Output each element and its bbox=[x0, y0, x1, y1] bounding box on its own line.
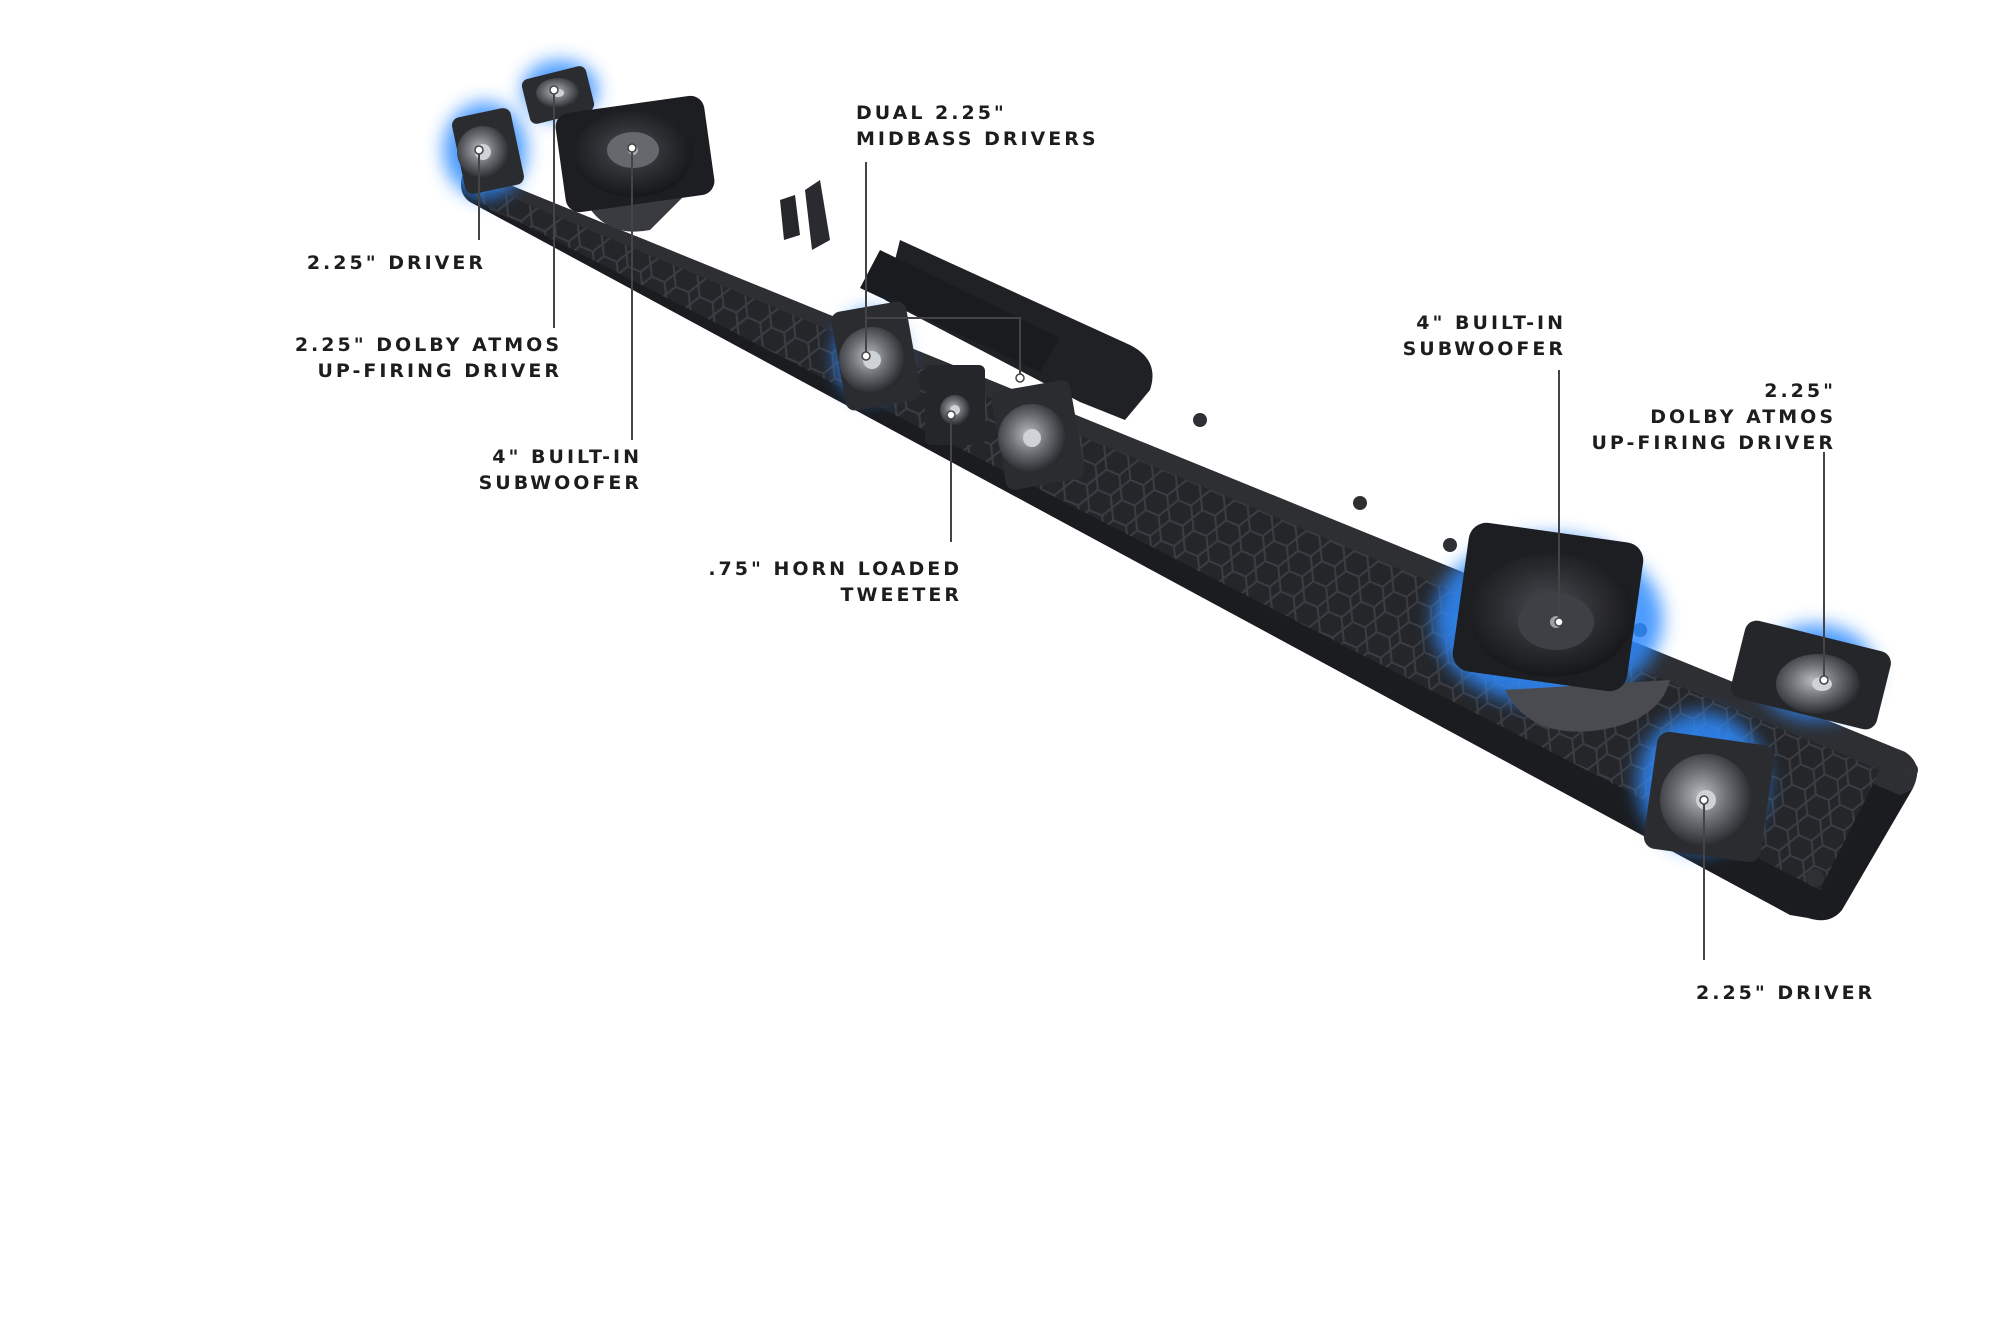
callout-midbass: DUAL 2.25" MIDBASS DRIVERS bbox=[856, 100, 1156, 152]
callout-line: 2.25" DRIVER bbox=[306, 252, 486, 274]
callout-right-driver: 2.25" DRIVER bbox=[1696, 980, 1936, 1006]
callout-line: 4" BUILT-IN bbox=[1416, 312, 1566, 334]
callout-left-subwoofer: 4" BUILT-IN SUBWOOFER bbox=[420, 444, 642, 496]
callout-line: SUBWOOFER bbox=[1402, 338, 1566, 360]
callout-tweeter: .75" HORN LOADED TWEETER bbox=[700, 556, 962, 608]
right-subwoofer-icon bbox=[1452, 522, 1670, 732]
callout-right-subwoofer: 4" BUILT-IN SUBWOOFER bbox=[1380, 310, 1566, 362]
callout-line: 2.25" bbox=[1764, 380, 1836, 402]
right-driver-icon bbox=[1643, 731, 1775, 863]
right-atmos-driver-icon bbox=[1731, 620, 1891, 730]
midbass-left-driver-icon bbox=[831, 301, 921, 411]
callout-right-atmos: 2.25" DOLBY ATMOS UP-FIRING DRIVER bbox=[1570, 378, 1836, 456]
callout-line: UP-FIRING DRIVER bbox=[1591, 432, 1836, 454]
callout-line: DUAL 2.25" bbox=[856, 102, 1007, 124]
callout-line: 4" BUILT-IN bbox=[492, 446, 642, 468]
callout-line: .75" HORN LOADED bbox=[708, 558, 962, 580]
callout-line: 2.25" DRIVER bbox=[1696, 982, 1876, 1004]
midbass-right-driver-icon bbox=[991, 380, 1085, 490]
tweeter-icon bbox=[925, 365, 985, 445]
callout-line: MIDBASS DRIVERS bbox=[856, 128, 1099, 150]
callout-line: TWEETER bbox=[840, 584, 962, 606]
left-subwoofer-icon bbox=[555, 95, 715, 232]
callout-left-driver: 2.25" DRIVER bbox=[250, 250, 486, 276]
callout-line: UP-FIRING DRIVER bbox=[317, 360, 562, 382]
callout-line: 2.25" DOLBY ATMOS bbox=[294, 334, 562, 356]
leader-lines bbox=[478, 90, 1825, 960]
callout-line: DOLBY ATMOS bbox=[1650, 406, 1836, 428]
left-atmos-driver-icon bbox=[521, 66, 595, 124]
callout-left-atmos: 2.25" DOLBY ATMOS UP-FIRING DRIVER bbox=[250, 332, 562, 384]
callout-line: SUBWOOFER bbox=[478, 472, 642, 494]
leader-dots bbox=[474, 85, 1829, 805]
